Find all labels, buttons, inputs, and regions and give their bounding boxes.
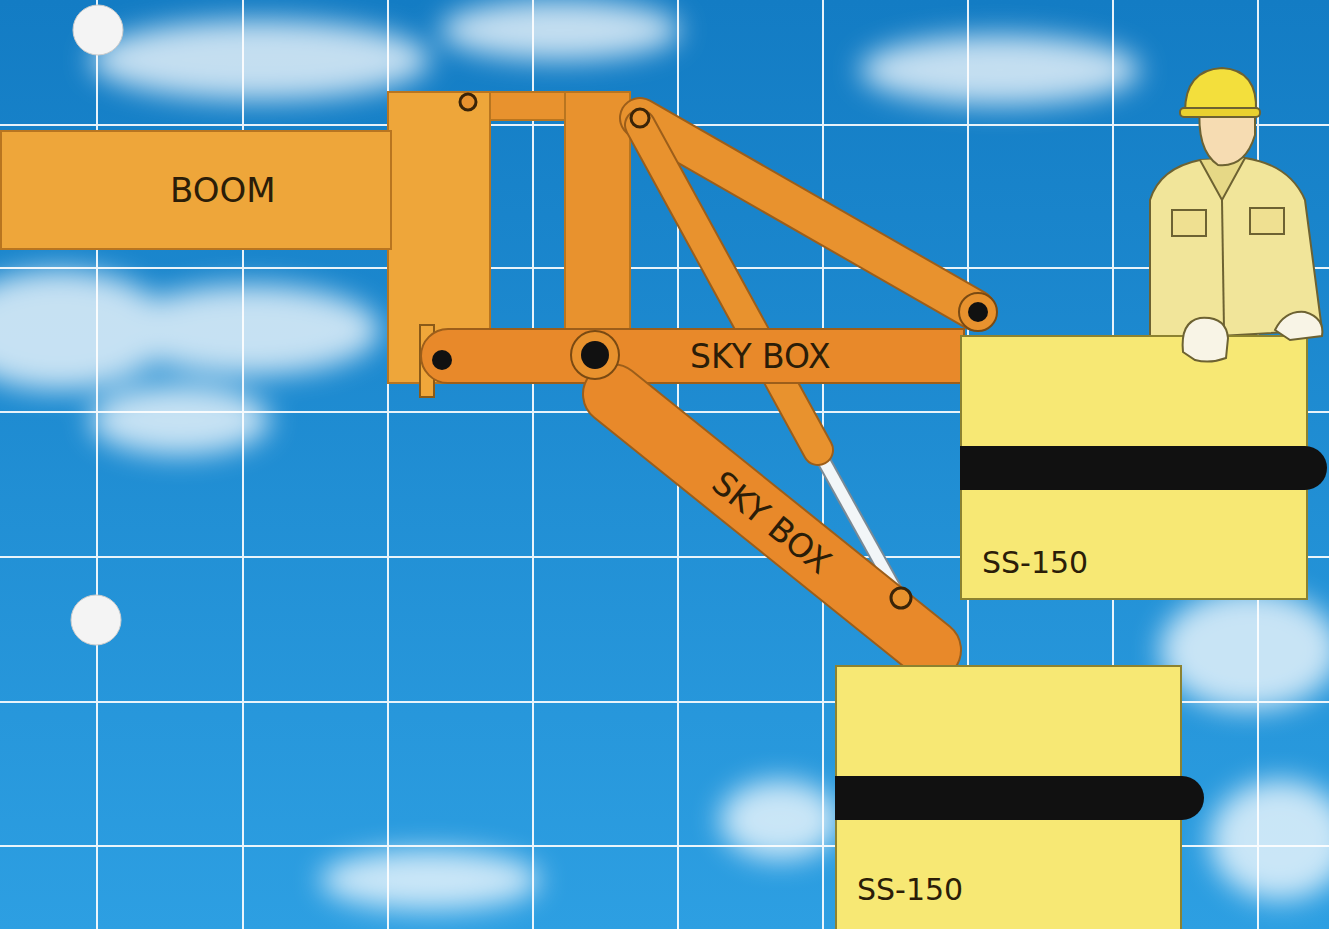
bucket-stripe (835, 776, 1204, 820)
pin (432, 350, 452, 370)
worker-hands (1183, 312, 1323, 362)
pivot-pin (581, 341, 609, 369)
pin (631, 109, 649, 127)
bracket-post (565, 92, 630, 338)
sky-box-arm: SKY BOX (420, 328, 965, 384)
pivot-pin (968, 302, 988, 322)
grid-line (0, 267, 1329, 269)
grid-line (532, 0, 534, 929)
bucket: SS-150 (835, 665, 1182, 929)
light-ball (73, 5, 123, 55)
light-ball (71, 595, 121, 645)
bucket: SS-150 (960, 335, 1308, 600)
boom-bar: BOOM (0, 130, 392, 250)
pivot-ring (959, 293, 997, 331)
worker (1150, 68, 1322, 340)
bucket-stripe (960, 446, 1327, 490)
pin (460, 94, 476, 110)
part-label: BOOM (170, 170, 276, 210)
pin (891, 588, 911, 608)
part-label: SS-150 (857, 872, 963, 907)
part-label: SS-150 (982, 545, 1088, 580)
pivot-ring (571, 331, 619, 379)
part-label: SKY BOX (690, 337, 831, 376)
